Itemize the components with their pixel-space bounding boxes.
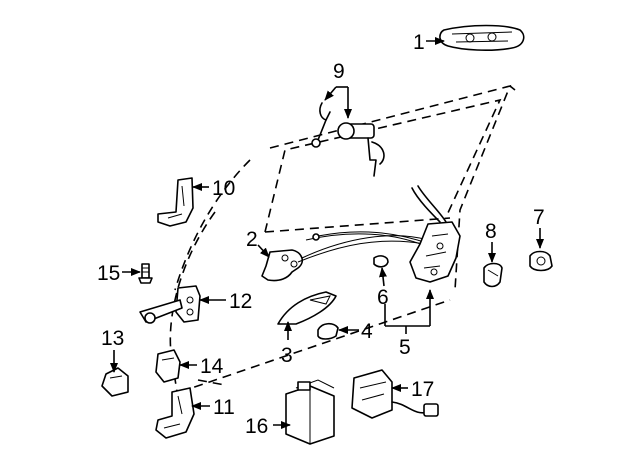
callout-3: 3 [281,344,293,367]
callout-8: 8 [485,220,497,243]
hinge-plate-part [155,349,181,383]
door-lock-assembly-part [409,185,461,283]
bracket-part [101,367,129,397]
callout-leaders [110,37,544,429]
lower-hinge-part [155,387,195,439]
control-module-part [285,379,335,445]
callout-1: 1 [413,31,425,54]
callout-2: 2 [246,228,258,251]
callout-5: 5 [399,336,411,359]
outside-handle-part [439,24,525,51]
handle-bezel-part [277,291,337,325]
callout-9: 9 [333,60,345,83]
striker-part [529,250,553,272]
callout-4: 4 [361,320,373,343]
callout-11: 11 [213,396,235,419]
callout-17: 17 [411,378,434,401]
callout-10: 10 [212,177,235,200]
door-check-part [139,285,201,324]
bolt-part [138,263,153,284]
control-rods [297,231,431,263]
lock-cylinder-part [311,102,385,177]
inside-handle-part [261,249,304,282]
callout-16: 16 [245,415,268,438]
callout-15: 15 [97,262,120,285]
actuator-part [351,369,439,419]
callout-12: 12 [229,290,252,313]
clip-part [373,255,389,268]
callout-7: 7 [533,206,545,229]
callout-6: 6 [377,286,389,309]
cover-part [483,262,503,288]
callout-13: 13 [101,327,124,350]
upper-hinge-part [157,177,194,227]
callout-labels: 1 9 10 2 15 12 6 7 8 4 3 5 13 14 11 16 1… [97,31,545,438]
pad-part [317,322,339,340]
callout-14: 14 [200,355,224,378]
